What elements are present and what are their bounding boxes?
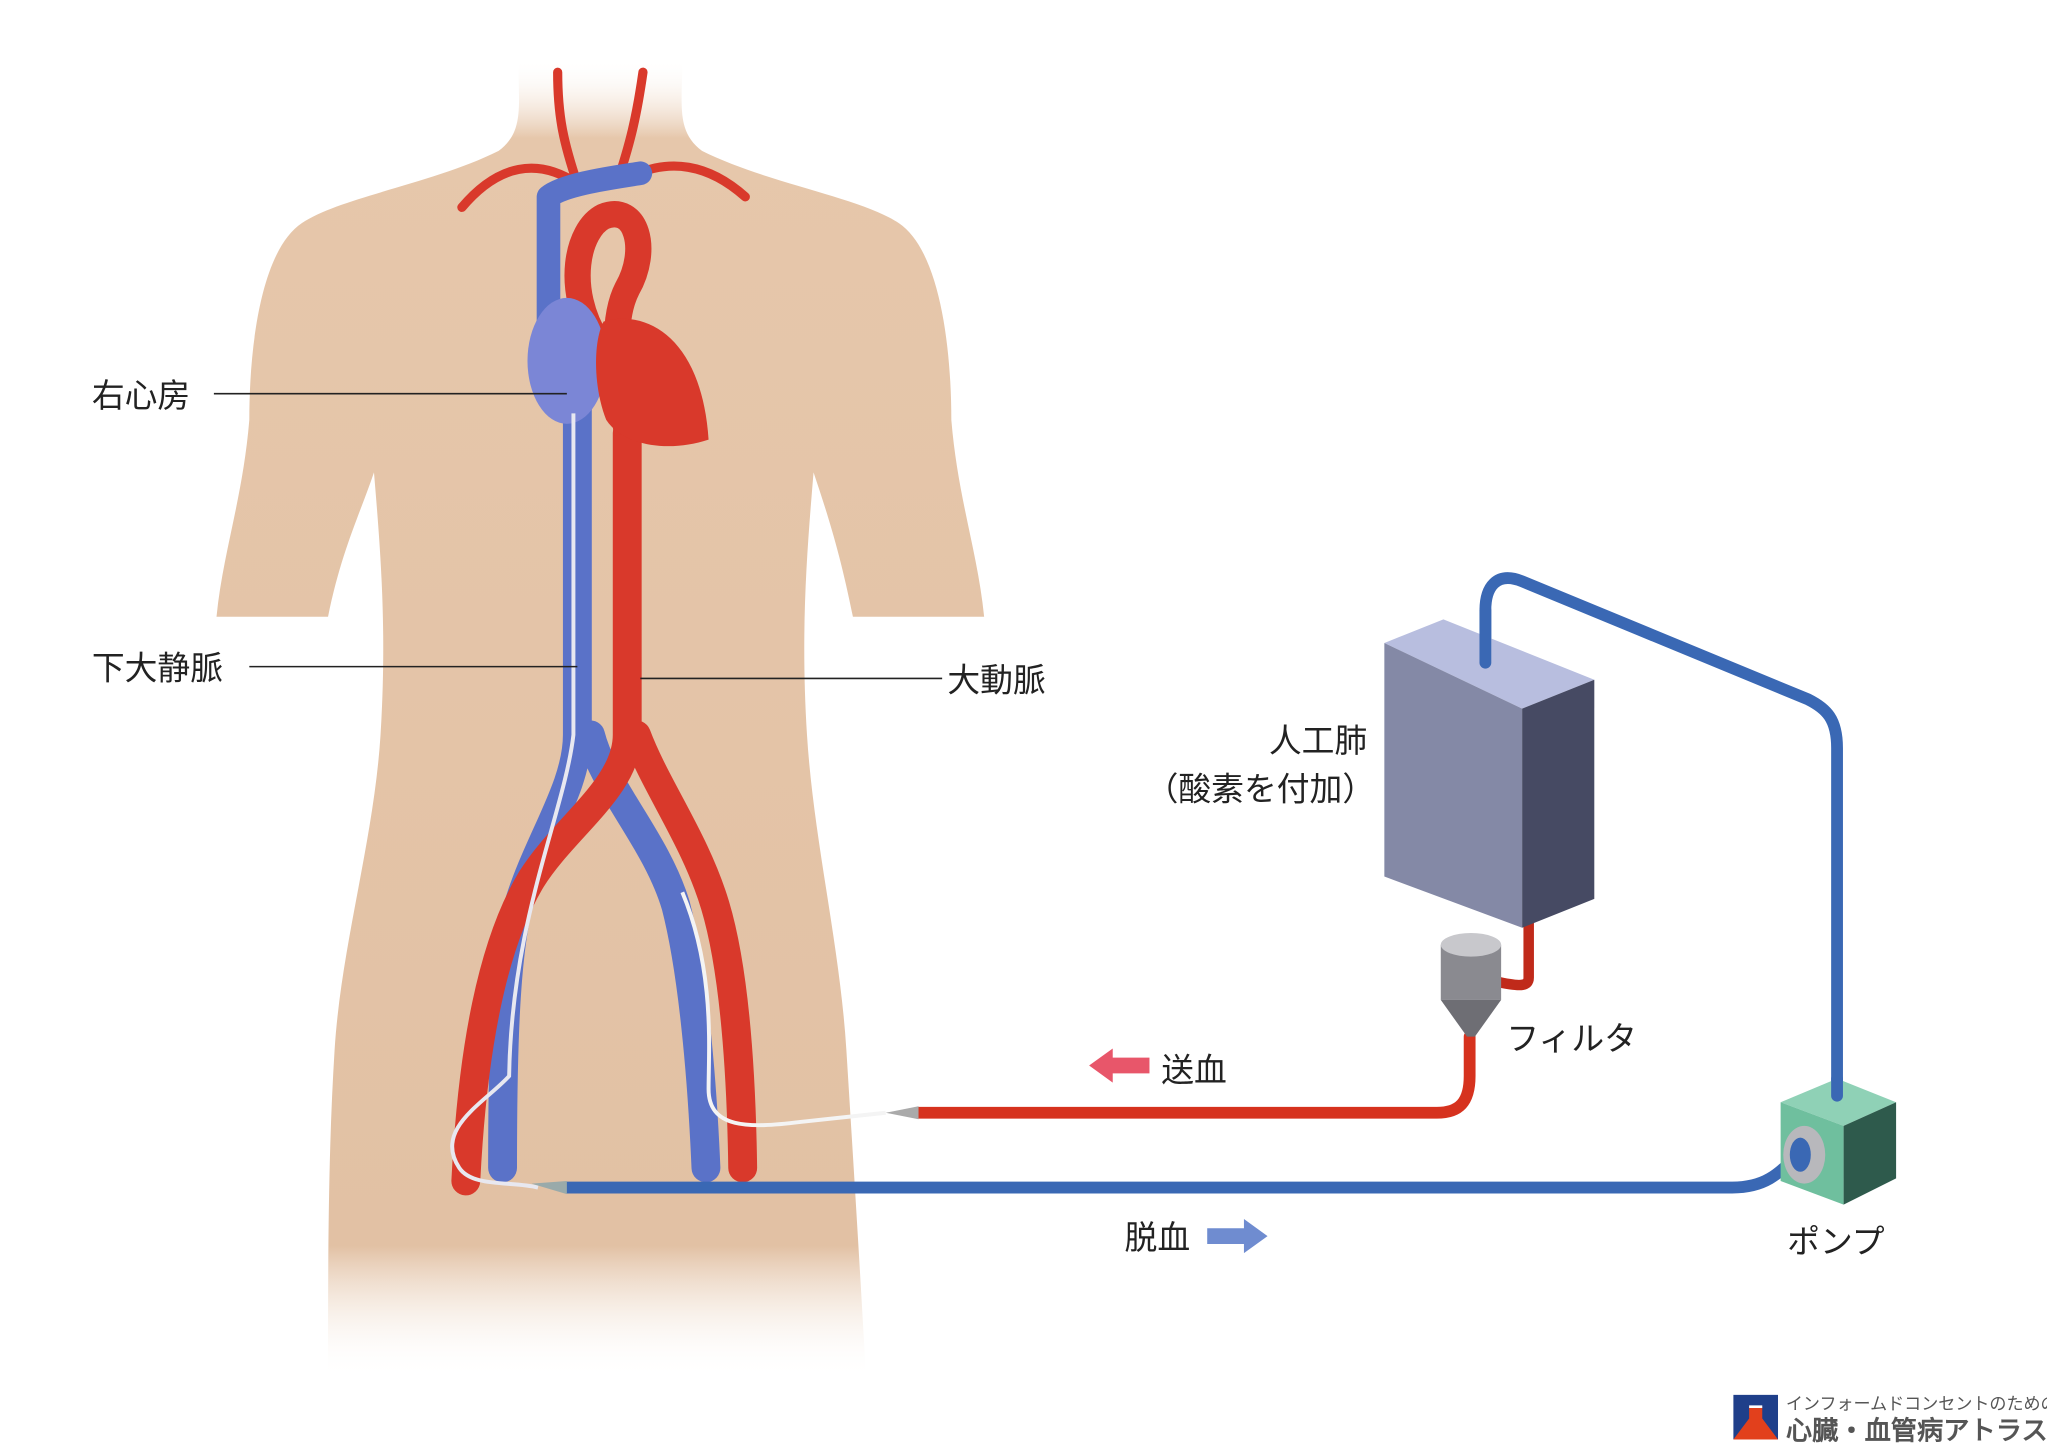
- drainage-cannula-tip: [531, 1180, 567, 1195]
- supply-cannula-tip: [885, 1106, 919, 1120]
- atlas-logo: インフォームドコンセントのための 心臓・血管病アトラス: [1733, 1394, 2047, 1446]
- filter: [1440, 932, 1502, 1037]
- arterial-cannula-wire: [680, 891, 886, 1128]
- supply-tube: [912, 1030, 1476, 1119]
- venous-cannula-wire: [450, 413, 576, 1190]
- drainage-arrow-icon: [1207, 1219, 1268, 1254]
- heart: [596, 318, 709, 447]
- label-oxygenator-note: （酸素を付加）: [1146, 770, 1376, 808]
- supply-arrow-icon: [1089, 1048, 1150, 1083]
- pump-to-oxygenator-tube: [1479, 572, 1843, 1102]
- label-blood-supply: 送血: [1161, 1051, 1227, 1089]
- label-pump: ポンプ: [1787, 1223, 1885, 1261]
- logo-title: 心臓・血管病アトラス: [1786, 1416, 2047, 1446]
- leader-lines: [213, 392, 943, 680]
- label-right-atrium: 右心房: [92, 377, 190, 415]
- label-blood-drainage: 脱血: [1125, 1219, 1191, 1257]
- label-aorta: 大動脈: [947, 662, 1045, 700]
- human-body: [216, 59, 985, 1378]
- label-inferior-vena-cava: 下大静脈: [92, 650, 223, 688]
- oxygenator-to-filter-tube: [1494, 918, 1534, 991]
- label-filter: フィルタ: [1506, 1020, 1637, 1058]
- logo-subtitle: インフォームドコンセントのための: [1786, 1394, 2047, 1414]
- pump: [1780, 1078, 1897, 1205]
- right-atrium: [527, 297, 607, 424]
- label-oxygenator: 人工肺: [1269, 722, 1367, 760]
- aorta: [451, 418, 758, 1196]
